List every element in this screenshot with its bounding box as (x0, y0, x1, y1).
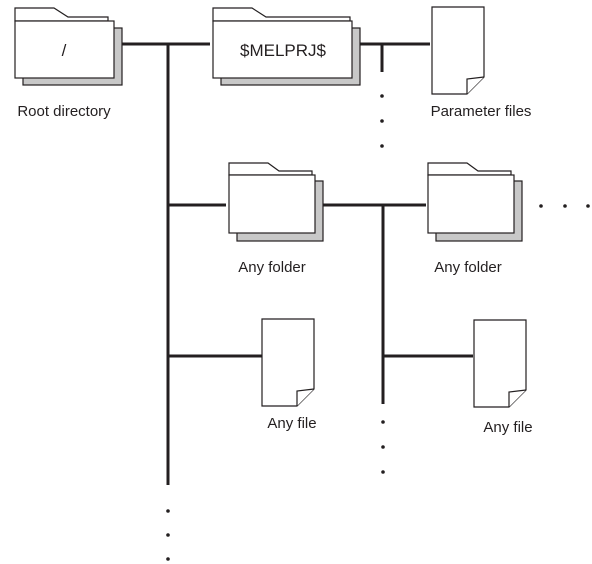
root-directory-label: Root directory (17, 103, 111, 120)
tree-lines (122, 42, 473, 485)
parameter-files-label: Parameter files (431, 103, 532, 120)
any-file-1-icon (261, 318, 315, 407)
any-folder-1-icon (228, 162, 324, 242)
melprj-folder-name: $MELPRJ$ (240, 41, 327, 60)
any-folder-2-icon (427, 162, 523, 242)
any-file-2-icon (473, 319, 527, 408)
root-folder-name: / (62, 41, 67, 60)
parameter-file-icon (431, 6, 485, 95)
root-folder-icon: / (14, 7, 123, 86)
folder-branch-continuation-dots (381, 420, 385, 474)
horizontal-continuation-dots (539, 204, 590, 208)
any-folder-2-label: Any folder (434, 259, 502, 276)
melprj-continuation-dots (380, 94, 384, 148)
any-file-2-label: Any file (483, 419, 532, 436)
trunk-continuation-dots (166, 509, 170, 561)
any-file-1-label: Any file (267, 415, 316, 432)
any-folder-1-label: Any folder (238, 259, 306, 276)
melprj-folder-icon: $MELPRJ$ (212, 7, 361, 86)
